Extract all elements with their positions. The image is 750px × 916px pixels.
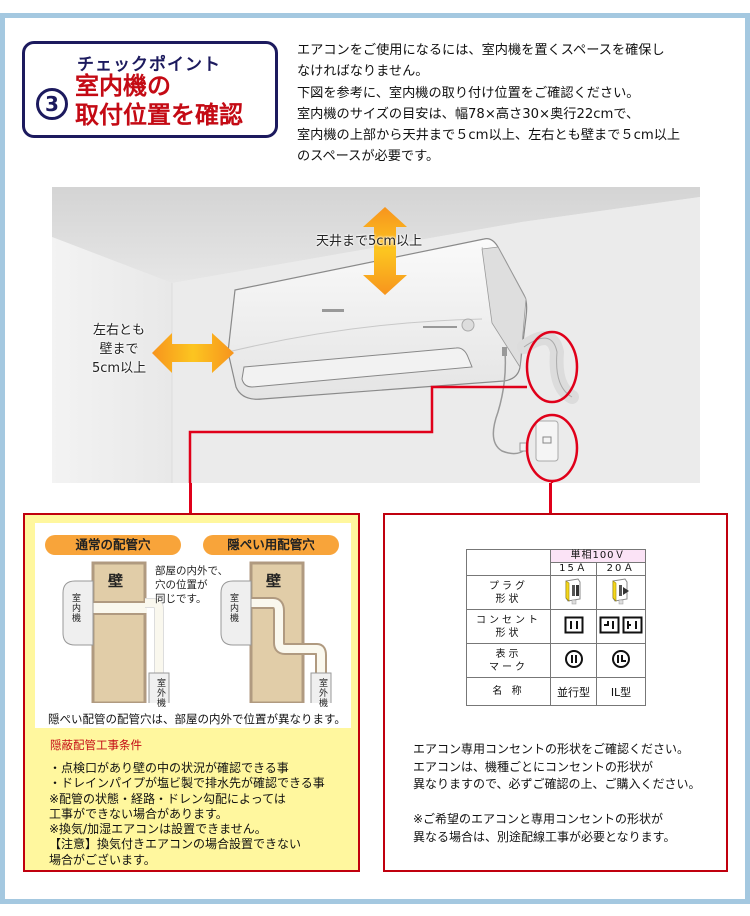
row-header-line: マーク: [489, 661, 528, 673]
normal-piping-label: 通常の配管穴: [45, 535, 181, 555]
checkpoint-number-badge: 3: [36, 88, 68, 120]
plug-20a-icon: [612, 578, 629, 605]
side-label-line: 5cm以上: [92, 361, 147, 376]
table-row-plug: プラグ 形状: [466, 575, 646, 610]
intro-line: 室内機のサイズの目安は、幅78×高さ30×奥行22cmで、: [297, 106, 640, 122]
row-header-outlet: コンセント 形状: [466, 609, 551, 644]
wall-label-hidden: 壁: [266, 572, 282, 590]
intro-line: 室内機の上部から天井まで５cm以上、左右とも壁まで５cm以上: [297, 128, 681, 144]
condition-item: 工事ができない場合があります。: [49, 806, 228, 821]
condition-item: ※換気/加湿エアコンは設置できません。: [49, 822, 267, 837]
aircon-room-drawing: [52, 187, 700, 483]
mark-parallel-cell: [550, 643, 597, 678]
piping-hole-panel: 通常の配管穴 隠ぺい用配管穴 壁 壁 室内機 室内機 室外機 室外: [23, 513, 360, 872]
intro-line: なければなりません。: [297, 64, 429, 80]
intro-line: 下図を参考に、室内機の取り付け位置をご確認ください。: [297, 85, 640, 101]
row-header-mark: 表示 マーク: [466, 643, 551, 678]
checkpoint-kicker: チェックポイント: [77, 55, 221, 75]
outdoor-unit-label-hidden: 室外機: [317, 678, 327, 708]
condition-item: ※配管の状態・経路・ドレン勾配によっては: [49, 791, 286, 806]
row-header-line: コンセント: [476, 614, 541, 626]
intro-text: エアコンをご使用になるには、室内機を置くスペースを確保し なければなりません。 …: [297, 40, 727, 168]
intro-line: エアコンをご使用になるには、室内機を置くスペースを確保し: [297, 43, 665, 58]
condition-item: 場合がございます。: [49, 852, 156, 867]
table-corner: [466, 549, 551, 576]
note-line: ※ご希望のエアコンと専用コンセントの形状が: [413, 812, 664, 826]
outlet-panel: 単相100Ｖ 15Ａ 20Ａ プラグ 形状: [383, 513, 728, 872]
title-line-1: 室内機の: [75, 72, 171, 100]
hidden-piping-label: 隠ぺい用配管穴: [203, 535, 339, 555]
name-parallel: 並行型: [550, 677, 597, 706]
phase-header: 単相100Ｖ: [550, 549, 646, 563]
plug-15a-cell: [550, 575, 597, 610]
row-header-line: 表示: [495, 648, 522, 660]
room-illustration: 天井まで5cm以上 左右とも 壁まで 5cm以上: [52, 187, 700, 483]
conditions-title: 隠蔽配管工事条件: [50, 738, 142, 752]
callout-line-outlet: [549, 483, 552, 514]
hidden-piping-caption: 隠ぺい配管の配管穴は、部屋の内外で位置が異なります。: [48, 712, 346, 726]
mark-l-type-cell: [596, 643, 646, 678]
indoor-unit-label-normal: 室内機: [70, 593, 80, 623]
row-header-plug: プラグ 形状: [466, 575, 551, 610]
ceiling-clearance-label: 天井まで5cm以上: [316, 234, 423, 249]
plug-15a-icon: [565, 578, 580, 605]
row-header-line: 形状: [495, 593, 522, 605]
instruction-line: エアコンは、機種ごとにコンセントの形状が: [413, 759, 654, 774]
note-line: 穴の位置が: [155, 579, 208, 591]
callout-line-piping: [189, 483, 192, 514]
amp-20-header: 20Ａ: [596, 562, 646, 576]
checkpoint-title: 室内機の 取付位置を確認: [75, 72, 243, 130]
spacer: [413, 794, 701, 812]
conditions-list: ・点検口があり壁の中の状況が確認できる事 ・ドレインパイプが塩ビ製で排水先が確認…: [49, 761, 325, 868]
mark-parallel-icon: [564, 650, 583, 668]
outlet-spec-table: 単相100Ｖ 15Ａ 20Ａ プラグ 形状: [466, 549, 646, 706]
side-label-line: 壁まで: [99, 342, 139, 357]
outdoor-unit-label-normal: 室外機: [155, 678, 165, 708]
mark-l-type-icon: [612, 650, 630, 668]
outlet-l-type-icon: [599, 616, 643, 634]
note-line: 異なる場合は、別途配線工事が必要となります。: [413, 829, 676, 844]
table-row-outlet: コンセント 形状: [466, 609, 646, 644]
outlet-l-type-cell: [596, 609, 646, 644]
outlet-parallel-cell: [550, 609, 597, 644]
side-label-line: 左右とも: [93, 323, 146, 338]
checkpoint-title-box: チェックポイント 3 室内機の 取付位置を確認: [22, 41, 278, 138]
outlet-instructions: エアコン専用コンセントの形状をご確認ください。 エアコンは、機種ごとにコンセント…: [413, 741, 701, 846]
outlet-parallel-icon: [564, 616, 583, 634]
name-l-type: IL型: [596, 677, 646, 706]
condition-item: ・ドレインパイプが塩ビ製で排水先が確認できる事: [49, 776, 325, 791]
table-row-mark: 表示 マーク: [466, 643, 646, 678]
condition-item: ・点検口があり壁の中の状況が確認できる事: [49, 761, 289, 775]
note-line: 部屋の内外で、: [155, 565, 229, 577]
indoor-unit-label-hidden: 室内機: [228, 593, 238, 623]
plug-20a-cell: [596, 575, 646, 610]
table-row-name: 名 称 並行型 IL型: [466, 677, 646, 706]
piping-diagram: 通常の配管穴 隠ぺい用配管穴 壁 壁 室内機 室内機 室外機 室外: [35, 523, 351, 728]
title-line-2: 取付位置を確認: [75, 101, 243, 129]
instruction-line: 異なりますので、必ずご確認の上、ご購入ください。: [413, 777, 701, 791]
instruction-line: エアコン専用コンセントの形状をご確認ください。: [413, 742, 690, 756]
wall-label-normal: 壁: [108, 572, 124, 590]
amp-15-header: 15Ａ: [550, 562, 597, 576]
row-header-name: 名 称: [466, 677, 551, 706]
row-header-line: プラグ: [489, 580, 528, 592]
intro-line: のスペースが必要です。: [297, 149, 440, 165]
condition-item: 【注意】換気付きエアコンの場合設置できない: [49, 837, 302, 852]
piping-drawings: [62, 561, 332, 703]
note-line: 同じです。: [155, 593, 207, 605]
side-clearance-label: 左右とも 壁まで 5cm以上: [92, 321, 146, 378]
row-header-line: 形状: [495, 627, 522, 639]
same-position-note: 部屋の内外で、 穴の位置が 同じです。: [155, 564, 228, 606]
